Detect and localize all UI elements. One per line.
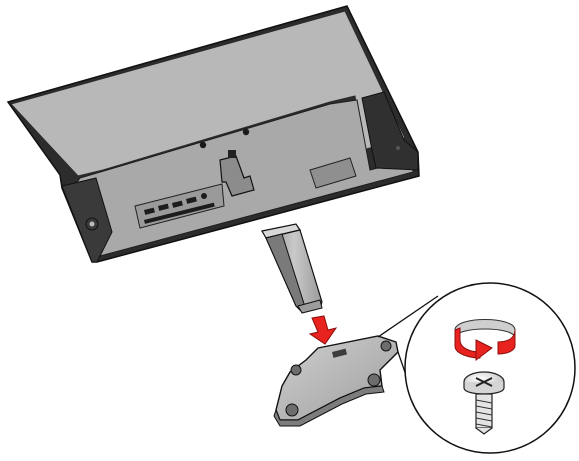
down-arrow [310,316,336,344]
stand-base [274,336,398,426]
power-button-inner [90,222,95,227]
magnifier-callout [378,283,575,453]
base-foot [286,404,298,416]
base-foot [368,374,380,386]
monitor-panel [8,6,419,262]
bracket-slot [228,150,236,158]
base-foot [381,341,391,351]
mount-hole [200,142,206,148]
stand-neck [262,224,322,313]
panel-marker [396,146,400,150]
base-foot [291,365,301,375]
mount-hole [243,129,249,135]
